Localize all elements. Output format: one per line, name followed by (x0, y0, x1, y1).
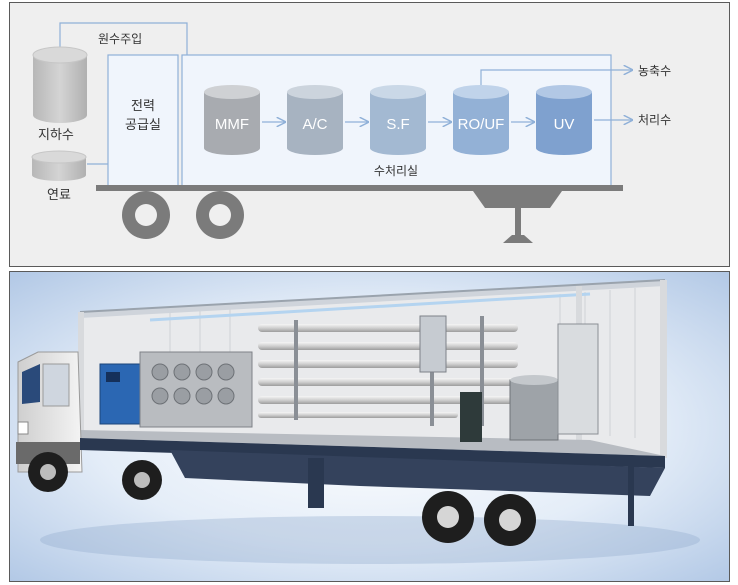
container-floor (80, 430, 665, 456)
ground-shadow (40, 516, 700, 564)
groundwater-label: 지하수 (38, 128, 74, 143)
stage-ro-uf: RO/UF (453, 85, 509, 155)
groundwater-tank-icon (32, 46, 88, 123)
concentrate-flow-line (480, 70, 632, 85)
storage-tank (509, 375, 559, 441)
filter-vessel (460, 392, 482, 442)
stage-sf-label: S.F (386, 116, 409, 133)
stage-mmf: MMF (204, 85, 260, 155)
trailer-wheel-icon (196, 191, 244, 239)
valve-panel (419, 315, 447, 373)
power-room-label-line2: 공급실 (125, 118, 161, 133)
generator-unit (99, 363, 143, 425)
trailer-wheel-icon (484, 494, 536, 546)
stage-ac-label: A/C (302, 116, 327, 133)
treated-water-label: 처리수 (638, 113, 671, 127)
stage-sf: S.F (370, 85, 426, 155)
cab-wheel-icon (122, 460, 162, 500)
process-diagram-panel: 원수주입 지하수 연료 전력 공급실 수처리실 MMF (9, 2, 730, 267)
water-treatment-room-label: 수처리실 (374, 164, 418, 178)
control-cabinet (139, 351, 253, 428)
ceiling-light (149, 292, 591, 322)
stage-mmf-label: MMF (215, 116, 249, 133)
truck-cab (16, 351, 83, 473)
power-room-label-line1: 전력 (131, 99, 155, 114)
trailer-frame (80, 438, 665, 526)
trailer-wheel-icon (122, 191, 170, 239)
fuel-label: 연료 (47, 188, 71, 203)
fuel-tank-icon (31, 150, 87, 181)
trailer-illustration (10, 272, 729, 581)
container-post (78, 312, 84, 437)
container-roof (80, 280, 665, 318)
cab-wheel-icon (28, 452, 68, 492)
trailer-chassis-icon (96, 185, 623, 243)
trailer-photo-panel (9, 271, 730, 582)
raw-water-injection-label: 원수주입 (98, 32, 142, 46)
stage-ac: A/C (287, 85, 343, 155)
stage-uv-label: UV (554, 116, 575, 133)
container-post (660, 280, 667, 458)
power-supply-room (107, 54, 179, 187)
right-control-panel (557, 323, 599, 435)
process-diagram: 원수주입 지하수 연료 전력 공급실 수처리실 MMF (31, 22, 671, 243)
pipe-rack (258, 316, 518, 426)
stage-ro-uf-label: RO/UF (458, 116, 505, 133)
trailer-wheel-icon (422, 491, 474, 543)
concentrate-label: 농축수 (638, 64, 671, 78)
stage-uv: UV (536, 85, 592, 155)
